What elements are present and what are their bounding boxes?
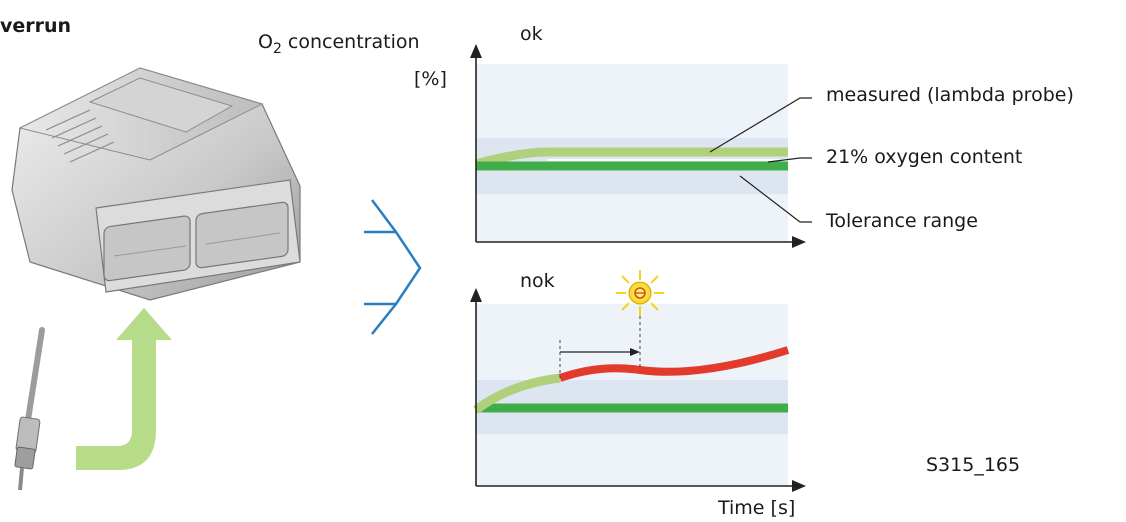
y-axis-label-subscript: 2	[272, 41, 282, 57]
legend-measured-label: measured (lambda probe)	[826, 84, 1074, 106]
page-title: verrun	[0, 15, 72, 37]
figure-code: S315_165	[926, 454, 1021, 476]
x-axis-ok-arrowhead	[792, 236, 806, 248]
y-axis-label: O2 concentration	[258, 31, 420, 57]
leader-line-oxygen	[767, 157, 812, 163]
panel-nok	[470, 288, 806, 492]
evaluation-arrow-blue	[364, 230, 422, 306]
panel-ok	[470, 44, 812, 248]
legend-oxygen-label: 21% oxygen content	[826, 146, 1023, 168]
measured-curve-ok	[474, 147, 788, 169]
delay-interval-arrowhead	[630, 348, 640, 356]
leader-line-measured	[709, 97, 812, 153]
arrow-chevron-edges	[371, 199, 397, 335]
signal-arrow-green	[76, 308, 172, 470]
x-axis-label: Time [s]	[718, 497, 796, 519]
x-axis-nok-arrowhead	[792, 480, 806, 492]
y-axis-ok-arrowhead	[470, 44, 482, 58]
y-axis-label-suffix: concentration	[281, 31, 420, 53]
panel-label-ok: ok	[520, 23, 543, 45]
leader-line-tolerance	[739, 175, 812, 223]
legend-tolerance-label: Tolerance range	[826, 210, 978, 232]
lambda-probe-sensor	[14, 327, 45, 491]
y-axis-nok-arrowhead	[470, 288, 482, 302]
y-axis-label-prefix: O	[258, 31, 273, 53]
y-axis-unit: [%]	[414, 68, 447, 90]
ecu-illustration	[11, 67, 301, 301]
panel-label-nok: nok	[520, 270, 555, 292]
measured-curve-nok-normal	[473, 373, 561, 414]
warning-lamp-icon	[616, 270, 664, 316]
measured-curve-nok-fault	[558, 346, 790, 382]
